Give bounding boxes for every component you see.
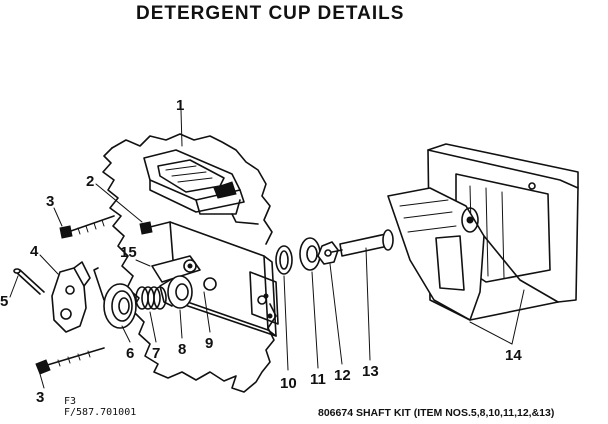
part-1-cup-lid — [143, 149, 259, 225]
part-11-bushing — [299, 237, 321, 271]
part-3-screw-upper — [59, 215, 115, 239]
part-6-coil-housing — [93, 267, 137, 329]
part-10-washer — [275, 245, 293, 275]
part-8-cam — [159, 275, 193, 309]
part-12-nut — [317, 241, 339, 265]
callout-5: 5 — [0, 293, 8, 310]
shaft-kit-note: 806674 SHAFT KIT (ITEM NOS.5,8,10,11,12,… — [318, 407, 554, 419]
diagram-title: DETERGENT CUP DETAILS — [136, 3, 404, 24]
part-14-detergent-cup — [387, 143, 579, 321]
part-13-shaft — [331, 229, 394, 257]
part-4-latch-bracket — [51, 261, 91, 333]
callout-1: 1 — [176, 97, 184, 114]
part-7-spring — [135, 286, 167, 310]
callout-4: 4 — [30, 243, 39, 260]
part-3-screw-lower — [35, 347, 105, 375]
callout-14: 14 — [505, 347, 522, 364]
callout-12: 12 — [334, 367, 351, 384]
callout-3-upper: 3 — [46, 193, 54, 210]
callout-6: 6 — [126, 345, 134, 362]
callout-8: 8 — [178, 341, 186, 358]
door-panel — [102, 133, 277, 393]
part-15-lever — [151, 255, 201, 283]
leader-lines — [9, 109, 525, 389]
callout-11: 11 — [310, 371, 326, 388]
callout-9: 9 — [205, 335, 213, 352]
callout-2: 2 — [86, 173, 94, 190]
callout-7: 7 — [152, 345, 160, 362]
figure-reference: F/587.701001 — [64, 407, 136, 418]
callout-13: 13 — [362, 363, 379, 380]
figure-code: F3 — [64, 396, 76, 407]
callout-labels: 1 2 3 3 4 5 6 7 8 9 10 11 12 13 14 15 — [0, 97, 522, 406]
callout-15: 15 — [120, 244, 137, 261]
part-5-pin — [13, 268, 45, 295]
part-2-small-screw — [139, 221, 171, 235]
callout-3-lower: 3 — [36, 389, 44, 406]
callout-10: 10 — [280, 375, 297, 392]
